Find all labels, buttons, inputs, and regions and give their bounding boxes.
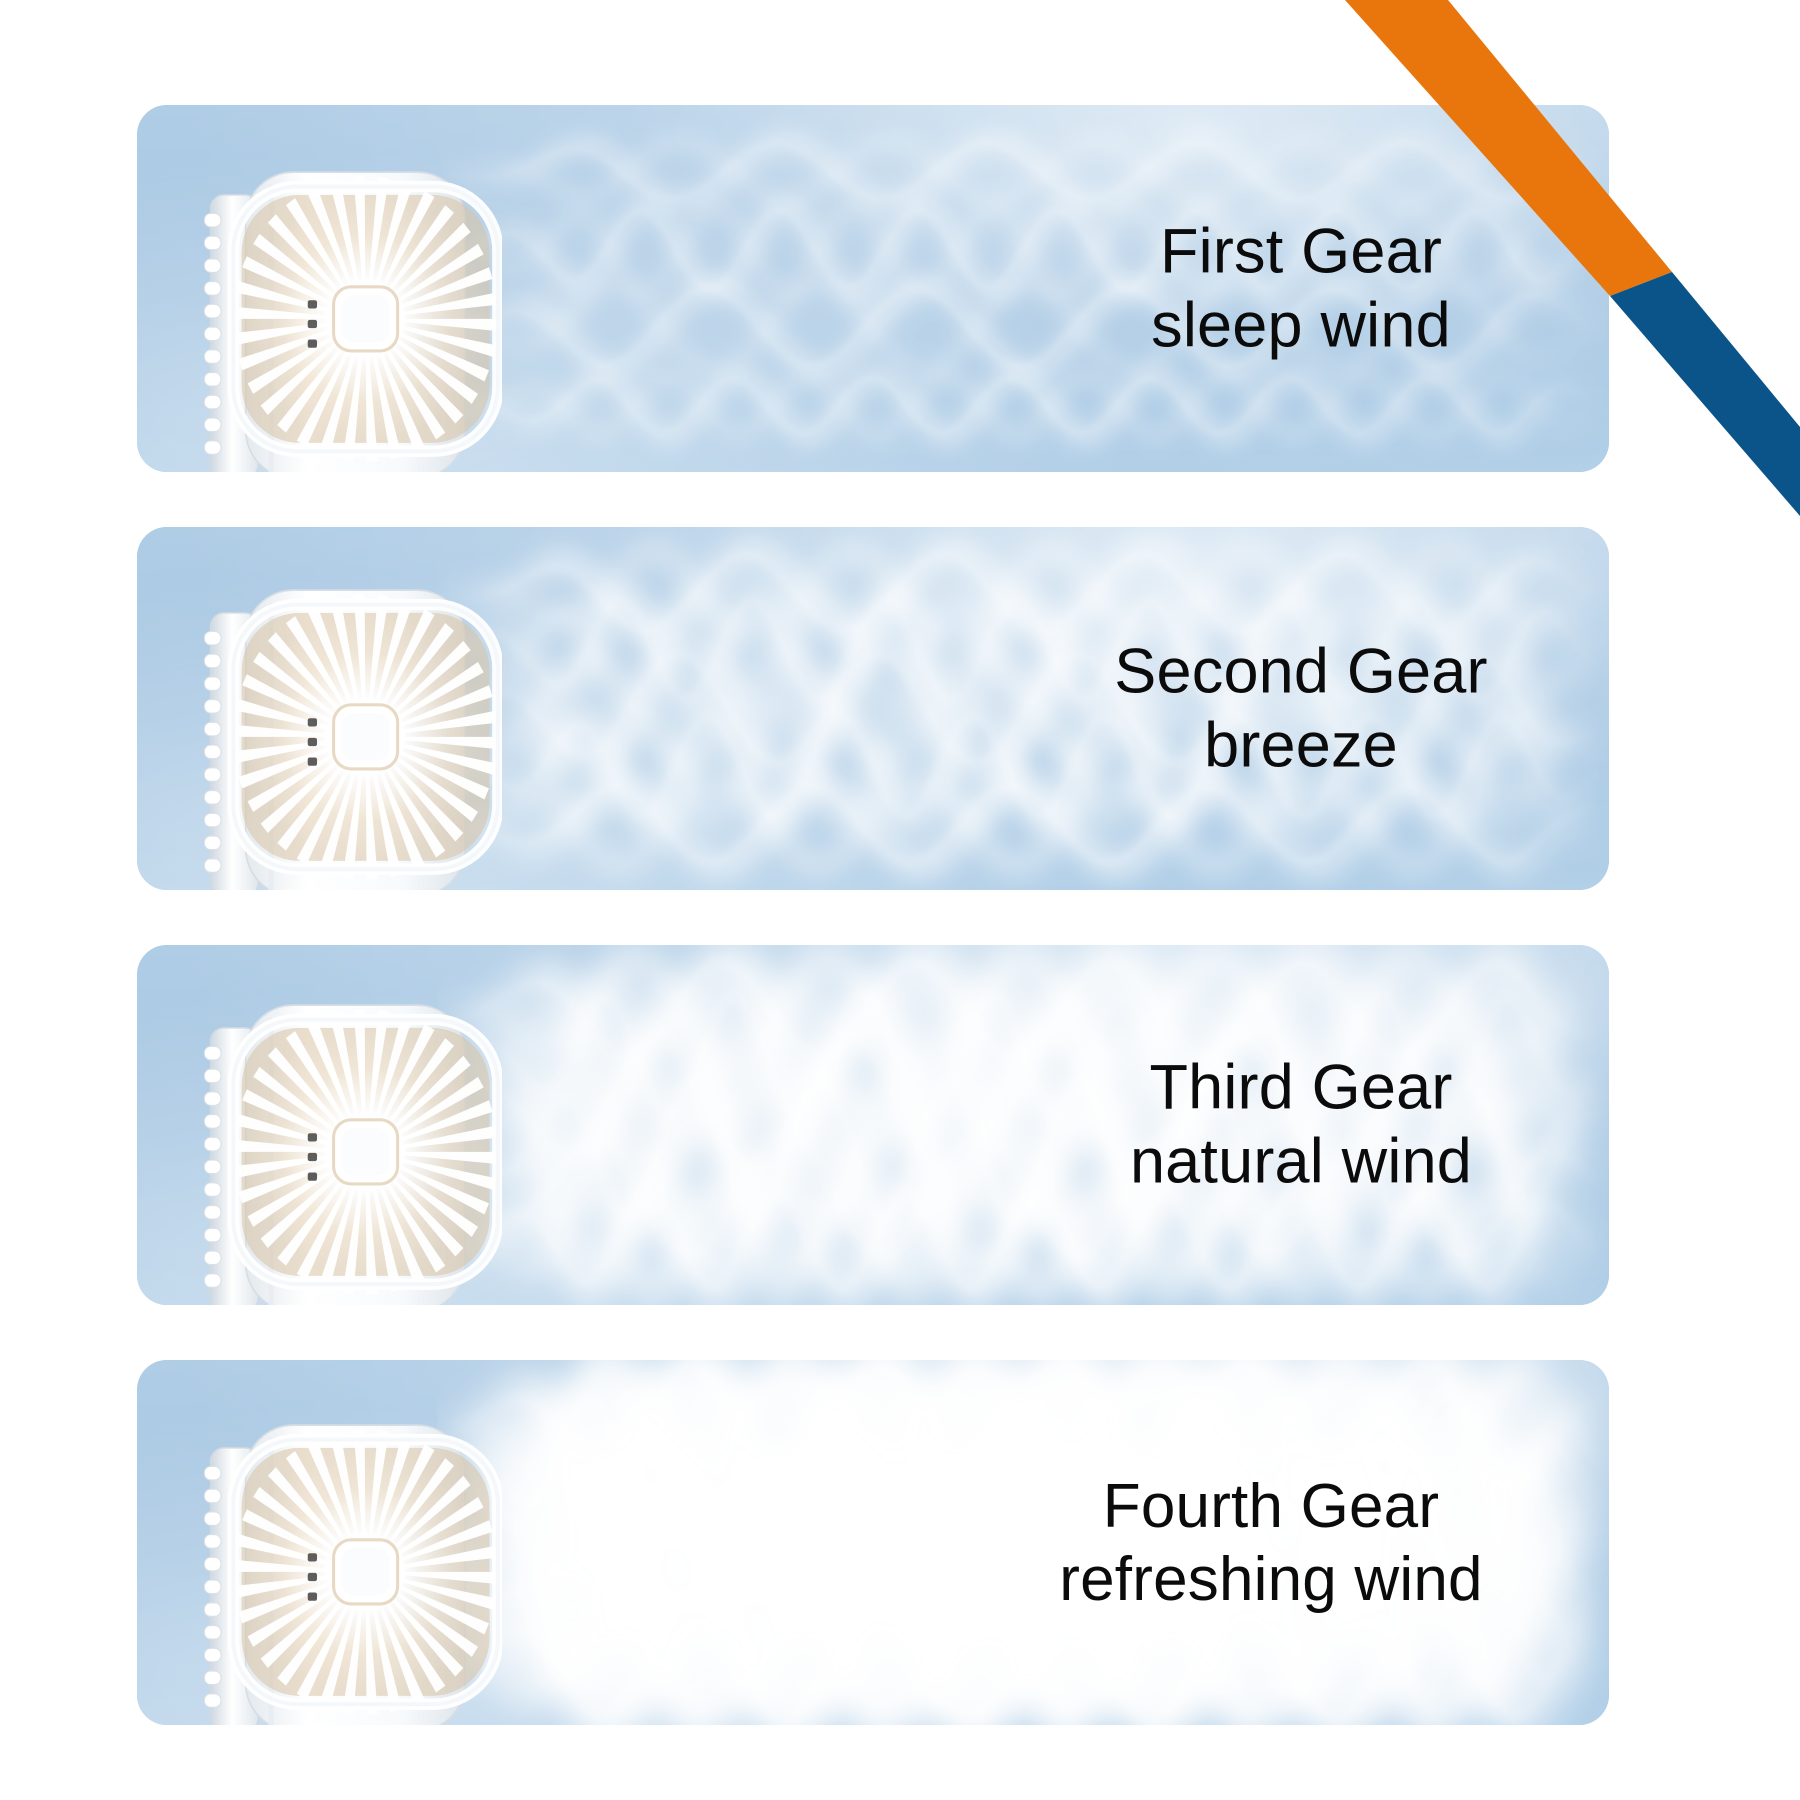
fan-illustration: [203, 1424, 502, 1725]
handheld-fan-product-image: [192, 970, 502, 1305]
gear-caption-first: First Gear sleep wind: [1151, 216, 1451, 361]
gear-caption-fourth: Fourth Gear refreshing wind: [1059, 1471, 1483, 1614]
wind-stream-area: [437, 1360, 1609, 1725]
handheld-fan-product-image: [192, 137, 502, 472]
gear-panel-third: Third Gear natural wind: [137, 945, 1609, 1305]
handheld-fan-product-image: [192, 555, 502, 890]
gear-caption-second: Second Gear breeze: [1114, 636, 1488, 781]
wind-stream-graphic: [437, 536, 1609, 881]
fan-illustration: [203, 1004, 502, 1305]
wind-stream-area: [437, 105, 1609, 472]
wind-stream-area: [437, 527, 1609, 890]
wind-stream-graphic: [437, 129, 1609, 448]
wind-stream-graphic: [437, 945, 1609, 1305]
fan-illustration: [203, 171, 502, 472]
wind-stream-area: [437, 945, 1609, 1305]
wind-stream-graphic: [437, 1360, 1609, 1725]
gear-panel-first: First Gear sleep wind: [137, 105, 1609, 472]
gear-panel-fourth: Fourth Gear refreshing wind: [137, 1360, 1609, 1725]
gear-panel-second: Second Gear breeze: [137, 527, 1609, 890]
handheld-fan-product-image: [192, 1390, 502, 1725]
fan-illustration: [203, 589, 502, 890]
gear-caption-third: Third Gear natural wind: [1129, 1052, 1473, 1197]
